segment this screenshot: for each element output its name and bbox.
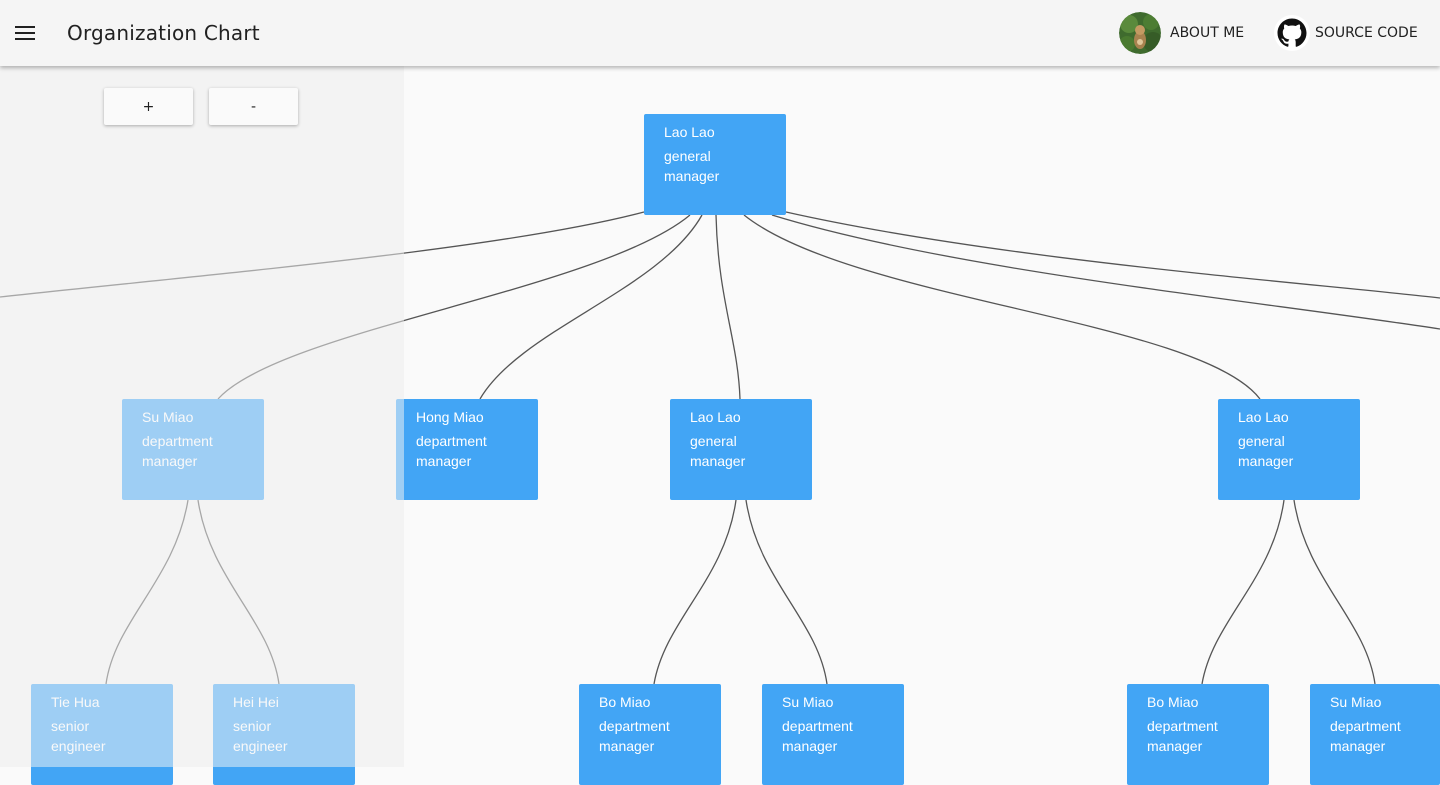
node-role: general manager — [1238, 433, 1294, 469]
connector-line — [771, 214, 1440, 330]
node-name: Lao Lao — [1238, 409, 1289, 425]
node-name: Su Miao — [142, 409, 194, 425]
connector-line — [1201, 499, 1285, 685]
connector-line — [105, 499, 189, 685]
node-role: general manager — [664, 148, 720, 184]
node-role: department manager — [416, 433, 487, 469]
org-node[interactable]: Su Miao department manager — [762, 684, 904, 785]
node-role: department manager — [782, 718, 853, 754]
zoom-in-button[interactable]: + — [104, 88, 193, 125]
org-node[interactable]: Bo Miao department manager — [1127, 684, 1269, 785]
node-role: department manager — [599, 718, 670, 754]
org-node[interactable]: Su Miao department manager — [122, 399, 264, 500]
about-me-label: ABOUT ME — [1170, 25, 1245, 41]
avatar — [1119, 12, 1161, 54]
node-role: department manager — [1330, 718, 1401, 754]
org-node[interactable]: Hong Miao department manager — [396, 399, 538, 500]
org-node-root[interactable]: Lao Lao general manager — [644, 114, 786, 215]
connector-line — [715, 214, 741, 400]
node-name: Su Miao — [782, 694, 834, 710]
connector-line — [217, 214, 691, 400]
github-icon — [1274, 15, 1310, 51]
connector-line — [785, 211, 1440, 299]
connector-line — [197, 499, 280, 685]
connector-line — [745, 499, 828, 685]
org-node[interactable]: Tie Hua senior engineer — [31, 684, 173, 785]
node-role: department manager — [1147, 718, 1218, 754]
node-role: department manager — [142, 433, 213, 469]
zoom-out-button[interactable]: - — [209, 88, 298, 125]
node-role: general manager — [690, 433, 746, 469]
org-node[interactable]: Hei Hei senior engineer — [213, 684, 355, 785]
connector-line — [0, 211, 645, 298]
about-me-button[interactable]: ABOUT ME — [1119, 11, 1244, 55]
source-code-label: SOURCE CODE — [1315, 25, 1418, 41]
node-name: Su Miao — [1330, 694, 1382, 710]
node-role: senior engineer — [51, 718, 106, 754]
node-name: Hong Miao — [416, 409, 484, 425]
node-role: senior engineer — [233, 718, 288, 754]
node-name: Lao Lao — [664, 124, 715, 140]
org-node[interactable]: Lao Lao general manager — [670, 399, 812, 500]
menu-icon — [15, 26, 35, 40]
source-code-button[interactable]: SOURCE CODE — [1274, 11, 1418, 55]
menu-button[interactable] — [10, 18, 40, 48]
node-name: Hei Hei — [233, 694, 279, 710]
node-name: Tie Hua — [51, 694, 100, 710]
connector-line — [653, 499, 737, 685]
node-name: Lao Lao — [690, 409, 741, 425]
app-title: Organization Chart — [67, 21, 260, 45]
connector-line — [1293, 499, 1376, 685]
node-name: Bo Miao — [599, 694, 651, 710]
app-bar: Organization Chart ABOUT ME SOURCE CODE — [0, 0, 1440, 66]
org-node[interactable]: Su Miao department manager — [1310, 684, 1440, 785]
org-node[interactable]: Lao Lao general manager — [1218, 399, 1360, 500]
org-node[interactable]: Bo Miao department manager — [579, 684, 721, 785]
connector-line — [743, 214, 1261, 400]
node-name: Bo Miao — [1147, 694, 1199, 710]
org-chart-canvas[interactable] — [0, 0, 1440, 767]
connector-line — [479, 214, 703, 400]
